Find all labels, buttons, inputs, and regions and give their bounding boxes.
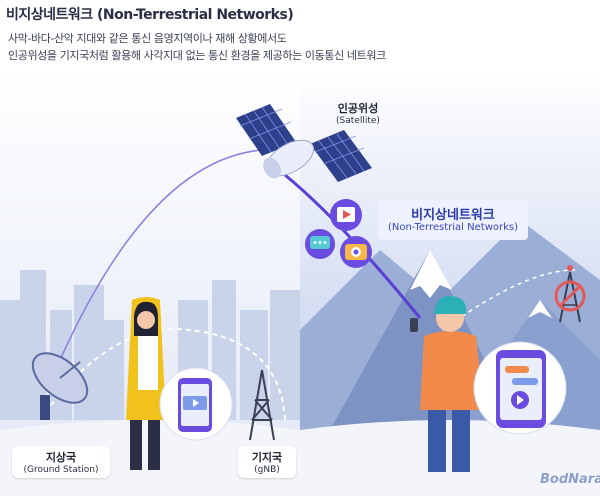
bodnara-logo: BodNara bbox=[540, 472, 600, 487]
ntn-sublabel: (Non-Terrestrial Networks) bbox=[387, 222, 519, 233]
satellite-dish-icon bbox=[31, 352, 89, 420]
uplink-arc bbox=[59, 149, 263, 361]
satellite-icon bbox=[236, 104, 372, 182]
terrestrial-link bbox=[39, 328, 286, 421]
page-title: 비지상네트워크 (Non-Terrestrial Networks) bbox=[6, 7, 294, 23]
ground-station-label: 지상국 (Ground Station) bbox=[12, 446, 110, 478]
gnb-sublabel-text: (gNB) bbox=[254, 465, 280, 475]
gnb-label-text: 기지국 bbox=[251, 451, 283, 464]
phone-illustration-right bbox=[473, 341, 567, 435]
woman-figure bbox=[126, 297, 166, 470]
satellite-beam bbox=[284, 173, 422, 319]
description-line-1: 사막-바다-산악 지대와 같은 통신 음영지역이나 재해 상황에서도 bbox=[8, 32, 287, 45]
video-play-icon bbox=[330, 199, 362, 231]
satellite-label: 인공위성 (Satellite) bbox=[318, 100, 398, 126]
ground-station-label-text: 지상국 bbox=[45, 451, 77, 464]
chat-bubble-icon bbox=[305, 229, 335, 259]
city-skyline bbox=[0, 270, 300, 420]
description-line-2: 인공위성을 기지국처럼 활용해 사각지대 없는 통신 환경을 제공하는 이동통신… bbox=[8, 49, 386, 62]
phone-illustration-left bbox=[159, 367, 233, 441]
ntn-callout: 비지상네트워크 (Non-Terrestrial Networks) bbox=[378, 200, 528, 240]
satellite-sublabel-text: (Satellite) bbox=[336, 116, 380, 126]
satellite-label-text: 인공위성 bbox=[337, 102, 379, 115]
no-signal-tower-icon bbox=[554, 265, 586, 323]
camera-icon bbox=[340, 236, 372, 268]
gnb-label: 기지국 (gNB) bbox=[238, 446, 296, 478]
ntn-label: 비지상네트워크 bbox=[411, 208, 495, 223]
ground-station-sublabel-text: (Ground Station) bbox=[23, 465, 99, 475]
cell-tower-icon bbox=[249, 369, 275, 441]
man-figure bbox=[410, 295, 484, 472]
